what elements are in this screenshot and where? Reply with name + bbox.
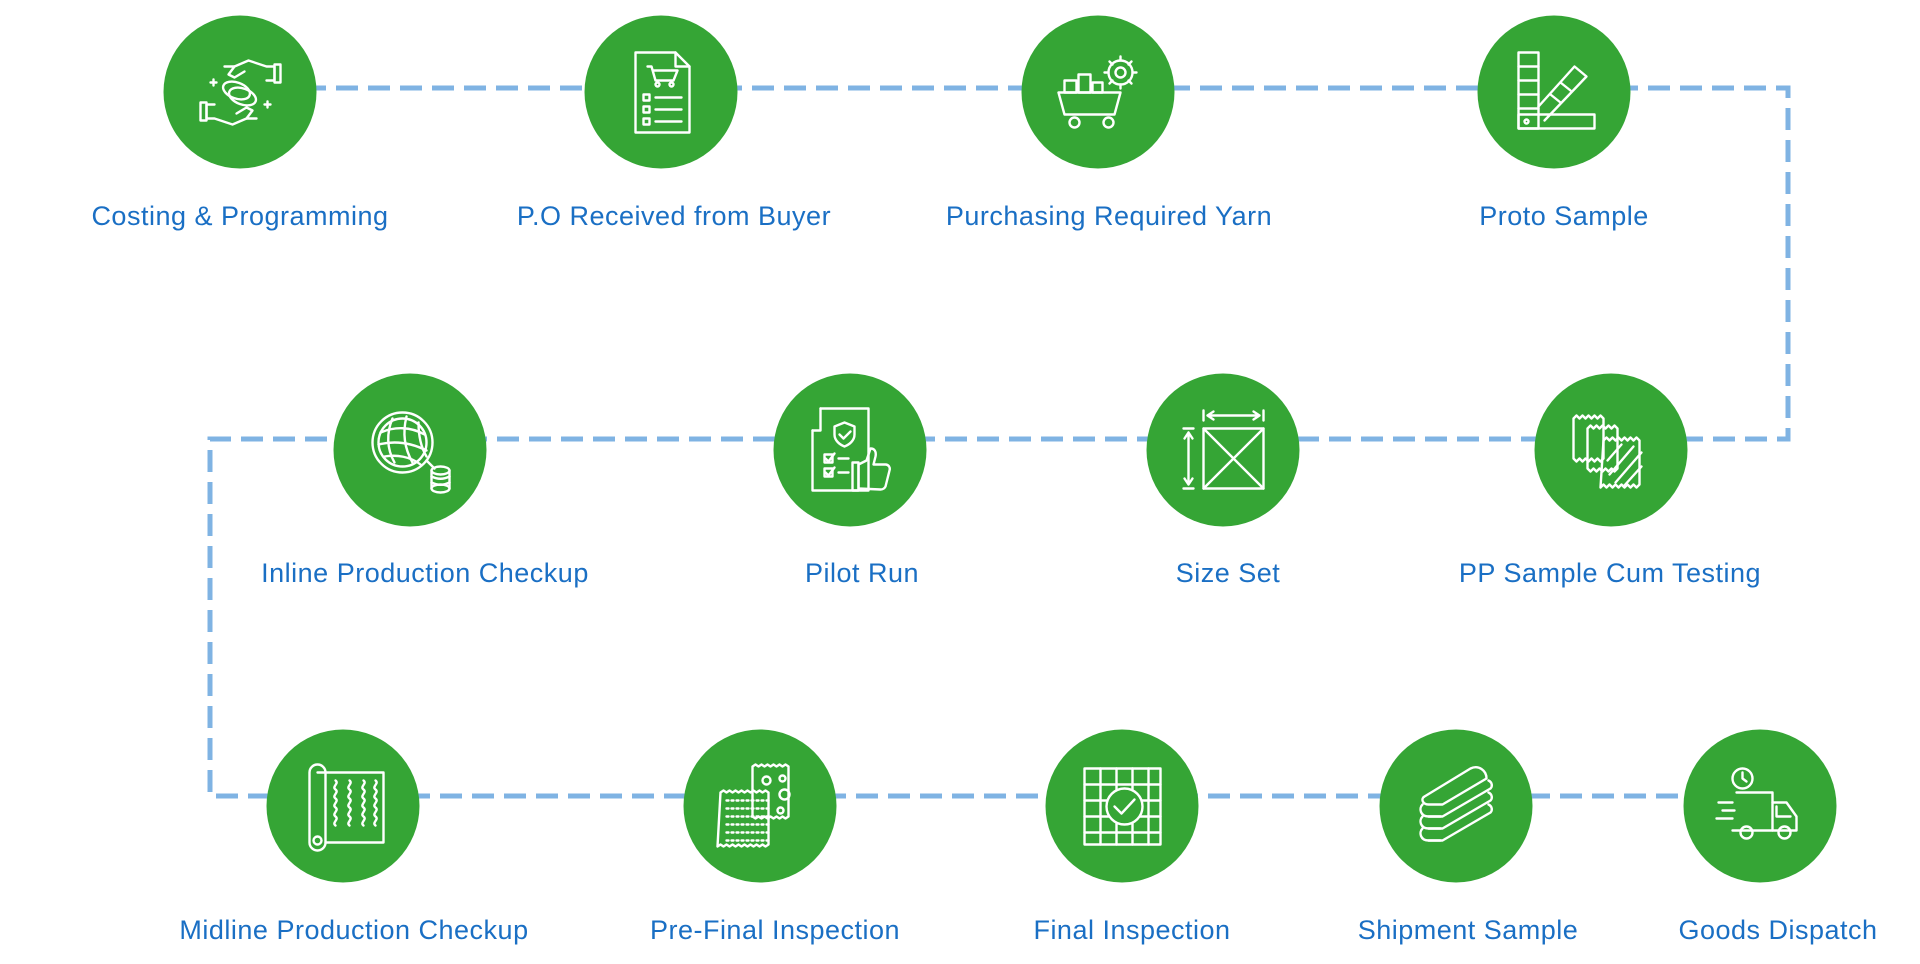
step-12-label: Shipment Sample — [1357, 915, 1579, 945]
fabric-swatches-icon — [1571, 413, 1643, 489]
step-5-icon — [1534, 373, 1688, 527]
step-10-icon — [683, 729, 837, 883]
step-6-label: Size Set — [1175, 558, 1281, 588]
purchase-order-cart-icon — [633, 50, 691, 134]
step-1-icon — [163, 15, 317, 169]
measure-size-icon — [1181, 408, 1265, 490]
step-9-icon — [266, 729, 420, 883]
cart-gear-icon — [1056, 54, 1138, 129]
step-8-label: Inline Production Checkup — [261, 558, 589, 588]
step-2-label: P.O Received from Buyer — [516, 201, 832, 231]
step-4-label: Proto Sample — [1479, 201, 1649, 231]
color-swatch-icon — [1516, 50, 1596, 130]
checklist-thumbs-up-icon — [810, 406, 891, 492]
step-11-label: Final Inspection — [1033, 915, 1231, 945]
step-6-icon — [1146, 373, 1300, 527]
step-2-icon — [584, 15, 738, 169]
step-3-icon — [1021, 15, 1175, 169]
folded-towels-icon — [1418, 765, 1493, 842]
delivery-truck-icon — [1714, 766, 1798, 840]
step-4-icon — [1477, 15, 1631, 169]
step-1-label: Costing & Programming — [91, 201, 389, 231]
yarn-ball-icon — [370, 410, 451, 494]
step-3-label: Purchasing Required Yarn — [945, 201, 1273, 231]
fabric-roll-icon — [307, 762, 385, 852]
woven-check-icon — [1082, 766, 1162, 846]
fabric-samples-icon — [715, 762, 791, 848]
handshake-coins-icon — [198, 58, 282, 126]
step-10-label: Pre-Final Inspection — [649, 915, 901, 945]
step-8-icon — [333, 373, 487, 527]
step-11-icon — [1045, 729, 1199, 883]
step-13-icon — [1683, 729, 1837, 883]
step-9-label: Midline Production Checkup — [179, 915, 529, 945]
step-12-icon — [1379, 729, 1533, 883]
step-7-label: Pilot Run — [804, 558, 920, 588]
step-5-label: PP Sample Cum Testing — [1458, 558, 1762, 588]
step-7-icon — [773, 373, 927, 527]
step-13-label: Goods Dispatch — [1678, 915, 1878, 945]
